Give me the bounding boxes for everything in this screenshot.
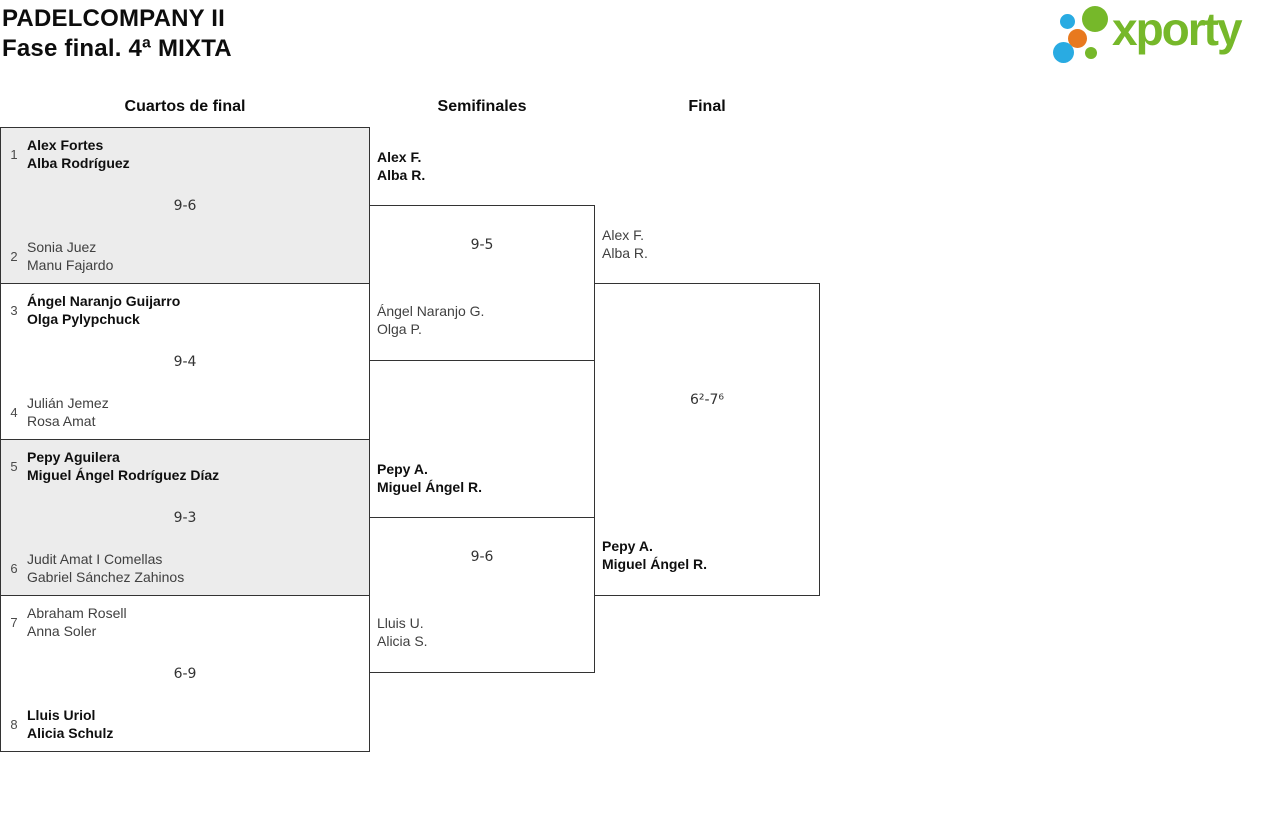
player-name: Alex F. — [602, 227, 645, 243]
match-box-quarterfinal-1: 1 Alex Fortes Alba Rodríguez 9-6 2 Sonia… — [0, 127, 370, 284]
team-row: 5 Pepy Aguilera Miguel Ángel Rodríguez D… — [7, 448, 219, 484]
team-names: Alex Fortes Alba Rodríguez — [27, 136, 130, 172]
seed-number: 7 — [10, 614, 18, 630]
team-names: Alex F. Alba R. — [377, 148, 425, 184]
logo-dot-icon — [1053, 42, 1074, 63]
team-row: 8 Lluis Uriol Alicia Schulz — [7, 706, 113, 742]
team-names: Pepy Aguilera Miguel Ángel Rodríguez Día… — [27, 448, 219, 484]
player-name: Miguel Ángel R. — [377, 479, 482, 495]
team-row: 4 Julián Jemez Rosa Amat — [7, 394, 109, 430]
tournament-name: PADELCOMPANY II — [2, 5, 226, 32]
player-name: Julián Jemez — [27, 395, 109, 411]
round-header-semifinals: Semifinales — [437, 98, 527, 115]
player-name: Manu Fajardo — [27, 257, 114, 273]
player-name: Ángel Naranjo G. — [377, 303, 485, 319]
player-name: Alba R. — [377, 167, 426, 183]
team-names: Pepy A. Miguel Ángel R. — [602, 537, 707, 573]
player-name: Olga Pylypchuck — [27, 311, 140, 327]
team-names: Lluis U. Alicia S. — [377, 614, 428, 650]
team-names: Judit Amat I Comellas Gabriel Sánchez Za… — [27, 550, 184, 586]
player-name: Alicia S. — [377, 633, 428, 649]
team-row: 1 Alex Fortes Alba Rodríguez — [7, 136, 130, 172]
team-names: Sonia Juez Manu Fajardo — [27, 238, 113, 274]
match-score: 9-5 — [470, 237, 494, 253]
xporty-logo[interactable]: xporty — [1045, 0, 1280, 70]
player-name: Alba R. — [602, 245, 648, 261]
round-header-quarterfinals: Cuartos de final — [124, 98, 246, 115]
match-box-quarterfinal-4: 7 Abraham Rosell Anna Soler 6-9 8 Lluis … — [0, 595, 370, 752]
logo-wordmark: xporty — [1112, 3, 1243, 55]
player-name: Ángel Naranjo Guijarro — [27, 293, 181, 309]
player-name: Alex F. — [377, 149, 422, 165]
player-name: Gabriel Sánchez Zahinos — [27, 569, 185, 585]
team-names: Ángel Naranjo G. Olga P. — [377, 302, 484, 338]
player-name: Miguel Ángel Rodríguez Díaz — [27, 467, 220, 483]
player-name: Rosa Amat — [27, 413, 96, 429]
team-row: 3 Ángel Naranjo Guijarro Olga Pylypchuck — [7, 292, 180, 328]
seed-number: 4 — [10, 404, 18, 420]
seed-number: 6 — [10, 560, 18, 576]
seed-number: 3 — [10, 302, 18, 318]
logo-dot-icon — [1082, 6, 1108, 32]
player-name: Olga P. — [377, 321, 422, 337]
player-name: Pepy A. — [602, 538, 653, 554]
team-names: Ángel Naranjo Guijarro Olga Pylypchuck — [27, 292, 180, 328]
team-row: 7 Abraham Rosell Anna Soler — [7, 604, 127, 640]
logo-dot-icon — [1085, 47, 1097, 59]
match-box-final: Alex F. Alba R. 6²-7⁶ Pepy A. Miguel Áng… — [594, 227, 820, 596]
seed-number: 1 — [10, 146, 18, 162]
bracket-subtitle: Fase final. 4ª MIXTA — [2, 35, 232, 62]
match-score: 6-9 — [173, 665, 197, 682]
team-names: Abraham Rosell Anna Soler — [27, 604, 127, 640]
player-name: Pepy Aguilera — [27, 449, 120, 465]
match-score: 6²-7⁶ — [689, 392, 725, 408]
match-score: 9-3 — [173, 509, 197, 526]
match-score: 9-6 — [173, 197, 197, 214]
logo-dot-icon — [1060, 14, 1075, 29]
player-name: Abraham Rosell — [27, 605, 127, 621]
match-box-semifinal-1: Alex F. Alba R. 9-5 Ángel Naranjo G. Olg… — [369, 149, 595, 361]
match-score: 9-6 — [470, 549, 494, 565]
team-names: Julián Jemez Rosa Amat — [27, 394, 109, 430]
player-name: Alba Rodríguez — [27, 155, 130, 171]
player-name: Miguel Ángel R. — [602, 556, 707, 572]
team-names: Lluis Uriol Alicia Schulz — [27, 706, 113, 742]
player-name: Judit Amat I Comellas — [27, 551, 163, 567]
team-row: 6 Judit Amat I Comellas Gabriel Sánchez … — [7, 550, 184, 586]
player-name: Pepy A. — [377, 461, 428, 477]
page-title: PADELCOMPANY II Fase final. 4ª MIXTA — [2, 4, 232, 64]
match-score: 9-4 — [173, 353, 197, 370]
player-name: Alicia Schulz — [27, 725, 114, 741]
logo-dot-icon — [1068, 29, 1087, 48]
seed-number: 2 — [10, 248, 18, 264]
round-header-final: Final — [688, 98, 726, 115]
player-name: Sonia Juez — [27, 239, 97, 255]
player-name: Alex Fortes — [27, 137, 104, 153]
player-name: Lluis U. — [377, 615, 424, 631]
match-box-quarterfinal-3: 5 Pepy Aguilera Miguel Ángel Rodríguez D… — [0, 439, 370, 596]
seed-number: 8 — [10, 716, 18, 732]
team-names: Alex F. Alba R. — [602, 226, 648, 262]
player-name: Lluis Uriol — [27, 707, 96, 723]
match-box-semifinal-2: Pepy A. Miguel Ángel R. 9-6 Lluis U. Ali… — [369, 461, 595, 673]
team-names: Pepy A. Miguel Ángel R. — [377, 460, 482, 496]
player-name: Anna Soler — [27, 623, 97, 639]
team-row: 2 Sonia Juez Manu Fajardo — [7, 238, 113, 274]
seed-number: 5 — [10, 458, 18, 474]
match-box-quarterfinal-2: 3 Ángel Naranjo Guijarro Olga Pylypchuck… — [0, 283, 370, 440]
